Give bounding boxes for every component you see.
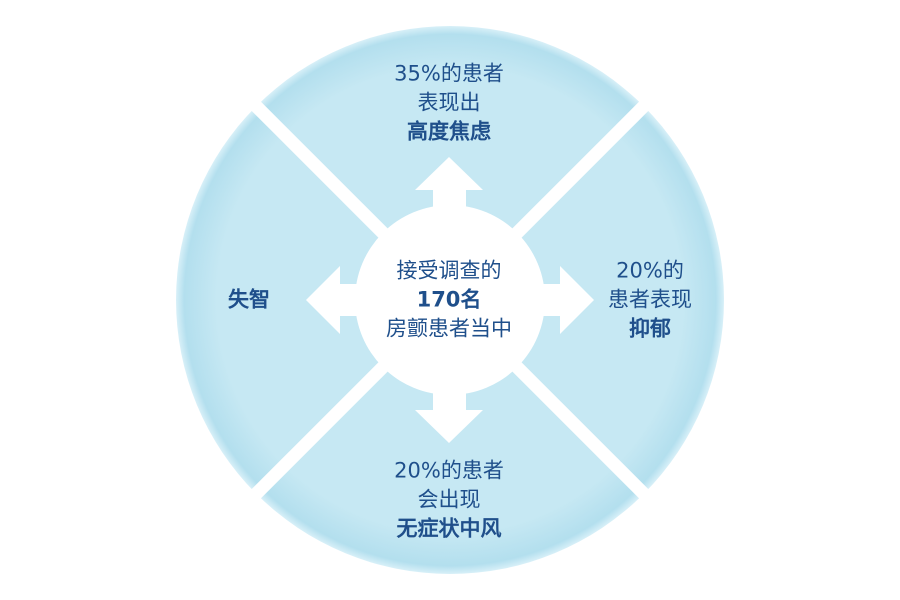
bottom-quadrant-label: 20%的患者 会出现 无症状中风 (394, 457, 504, 544)
left-emphasis: 失智 (228, 287, 270, 312)
bottom-line1: 20%的患者 (394, 458, 504, 483)
bottom-line2: 会出现 (417, 487, 481, 512)
arrow-right-icon (535, 266, 594, 334)
top-quadrant-label: 35%的患者 表现出 高度焦虑 (394, 60, 504, 147)
arrows (306, 157, 594, 443)
bottom-emphasis: 无症状中风 (396, 516, 502, 541)
arrow-down-icon (415, 385, 483, 443)
right-line1: 20%的 (616, 258, 684, 283)
center-line1: 接受调查的 (396, 258, 502, 283)
right-quadrant-label: 20%的 患者表现 抑郁 (608, 257, 692, 344)
center-count: 170名 (416, 287, 482, 312)
right-emphasis: 抑郁 (629, 316, 671, 341)
left-quadrant-label: 失智 (228, 286, 270, 315)
center-circle (355, 205, 545, 395)
center-label: 接受调查的 170名 房颤患者当中 (386, 257, 512, 344)
arrow-left-icon (306, 266, 365, 334)
top-line2: 表现出 (417, 90, 481, 115)
top-emphasis: 高度焦虑 (407, 119, 491, 144)
top-line1: 35%的患者 (394, 61, 504, 86)
center-line3: 房颤患者当中 (386, 316, 512, 341)
right-line2: 患者表现 (608, 287, 692, 312)
arrow-up-icon (415, 157, 483, 215)
